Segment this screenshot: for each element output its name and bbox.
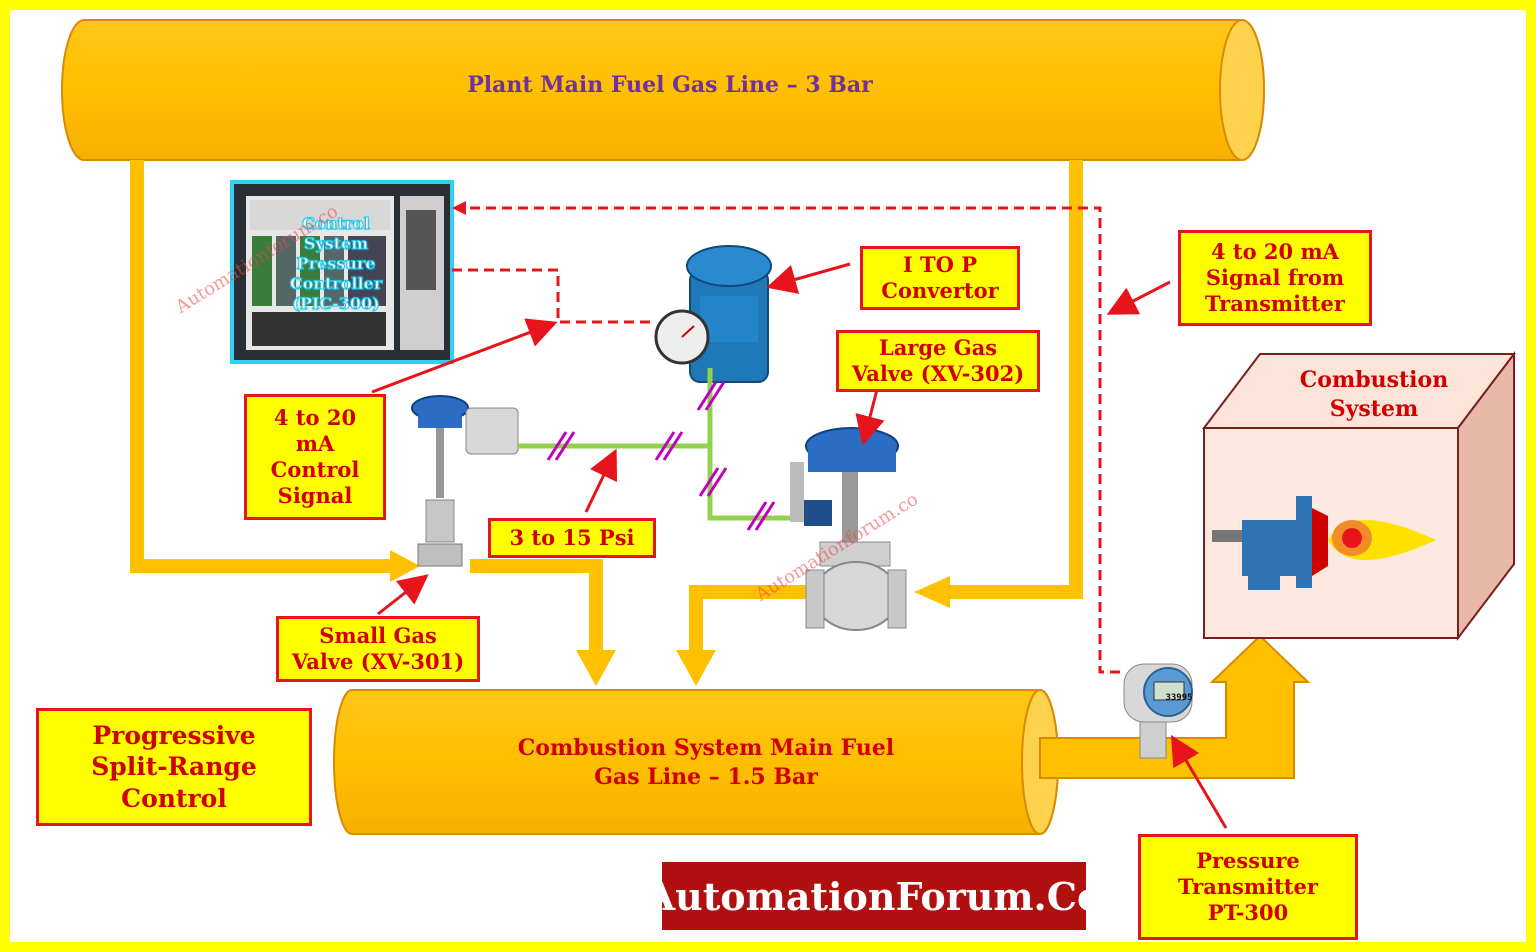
i-to-p-callout: I TO P Convertor bbox=[860, 246, 1020, 310]
combustion-box bbox=[1201, 351, 1517, 641]
signal-arrowhead bbox=[452, 201, 466, 215]
large-gas-valve-callout: Large Gas Valve (XV-302) bbox=[836, 330, 1040, 392]
diagram-graphics bbox=[61, 19, 1517, 835]
small-gas-valve bbox=[411, 395, 519, 567]
diagram-canvas: Plant Main Fuel Gas Line – 3 Bar Combust… bbox=[10, 10, 1526, 942]
burner bbox=[1212, 496, 1436, 590]
brand-banner: AutomationForum.Co bbox=[646, 862, 1102, 930]
plant-main-pipe-label: Plant Main Fuel Gas Line – 3 Bar bbox=[467, 72, 873, 98]
split-range-control-callout: Progressive Split-Range Control bbox=[36, 708, 312, 826]
control-panel bbox=[230, 180, 454, 364]
combustion-main-pipe-label: Combustion System Main Fuel Gas Line – 1… bbox=[517, 735, 895, 790]
callout-arrows bbox=[371, 262, 1228, 829]
pressure-transmitter bbox=[1123, 663, 1193, 759]
transmitter-display-value: 33995 bbox=[1165, 693, 1193, 703]
signal-lines bbox=[452, 206, 1120, 674]
control-panel-label: Control System Pressure Controller (PIC-… bbox=[289, 214, 383, 314]
pressure-transmitter-callout: Pressure Transmitter PT-300 bbox=[1138, 834, 1358, 940]
signal-from-transmitter-callout: 4 to 20 mA Signal from Transmitter bbox=[1178, 230, 1372, 326]
large-gas-valve bbox=[790, 427, 907, 631]
psi-callout: 3 to 15 Psi bbox=[488, 518, 656, 558]
combustion-system-label: Combustion System bbox=[1299, 367, 1449, 422]
pneumatic-hatches bbox=[546, 381, 776, 531]
i-to-p-convertor bbox=[654, 245, 772, 383]
control-signal-callout: 4 to 20 mA Control Signal bbox=[244, 394, 386, 520]
outlet-flow-arrow bbox=[1039, 634, 1311, 779]
plant-main-pipe bbox=[61, 19, 1265, 161]
small-gas-valve-callout: Small Gas Valve (XV-301) bbox=[276, 616, 480, 682]
